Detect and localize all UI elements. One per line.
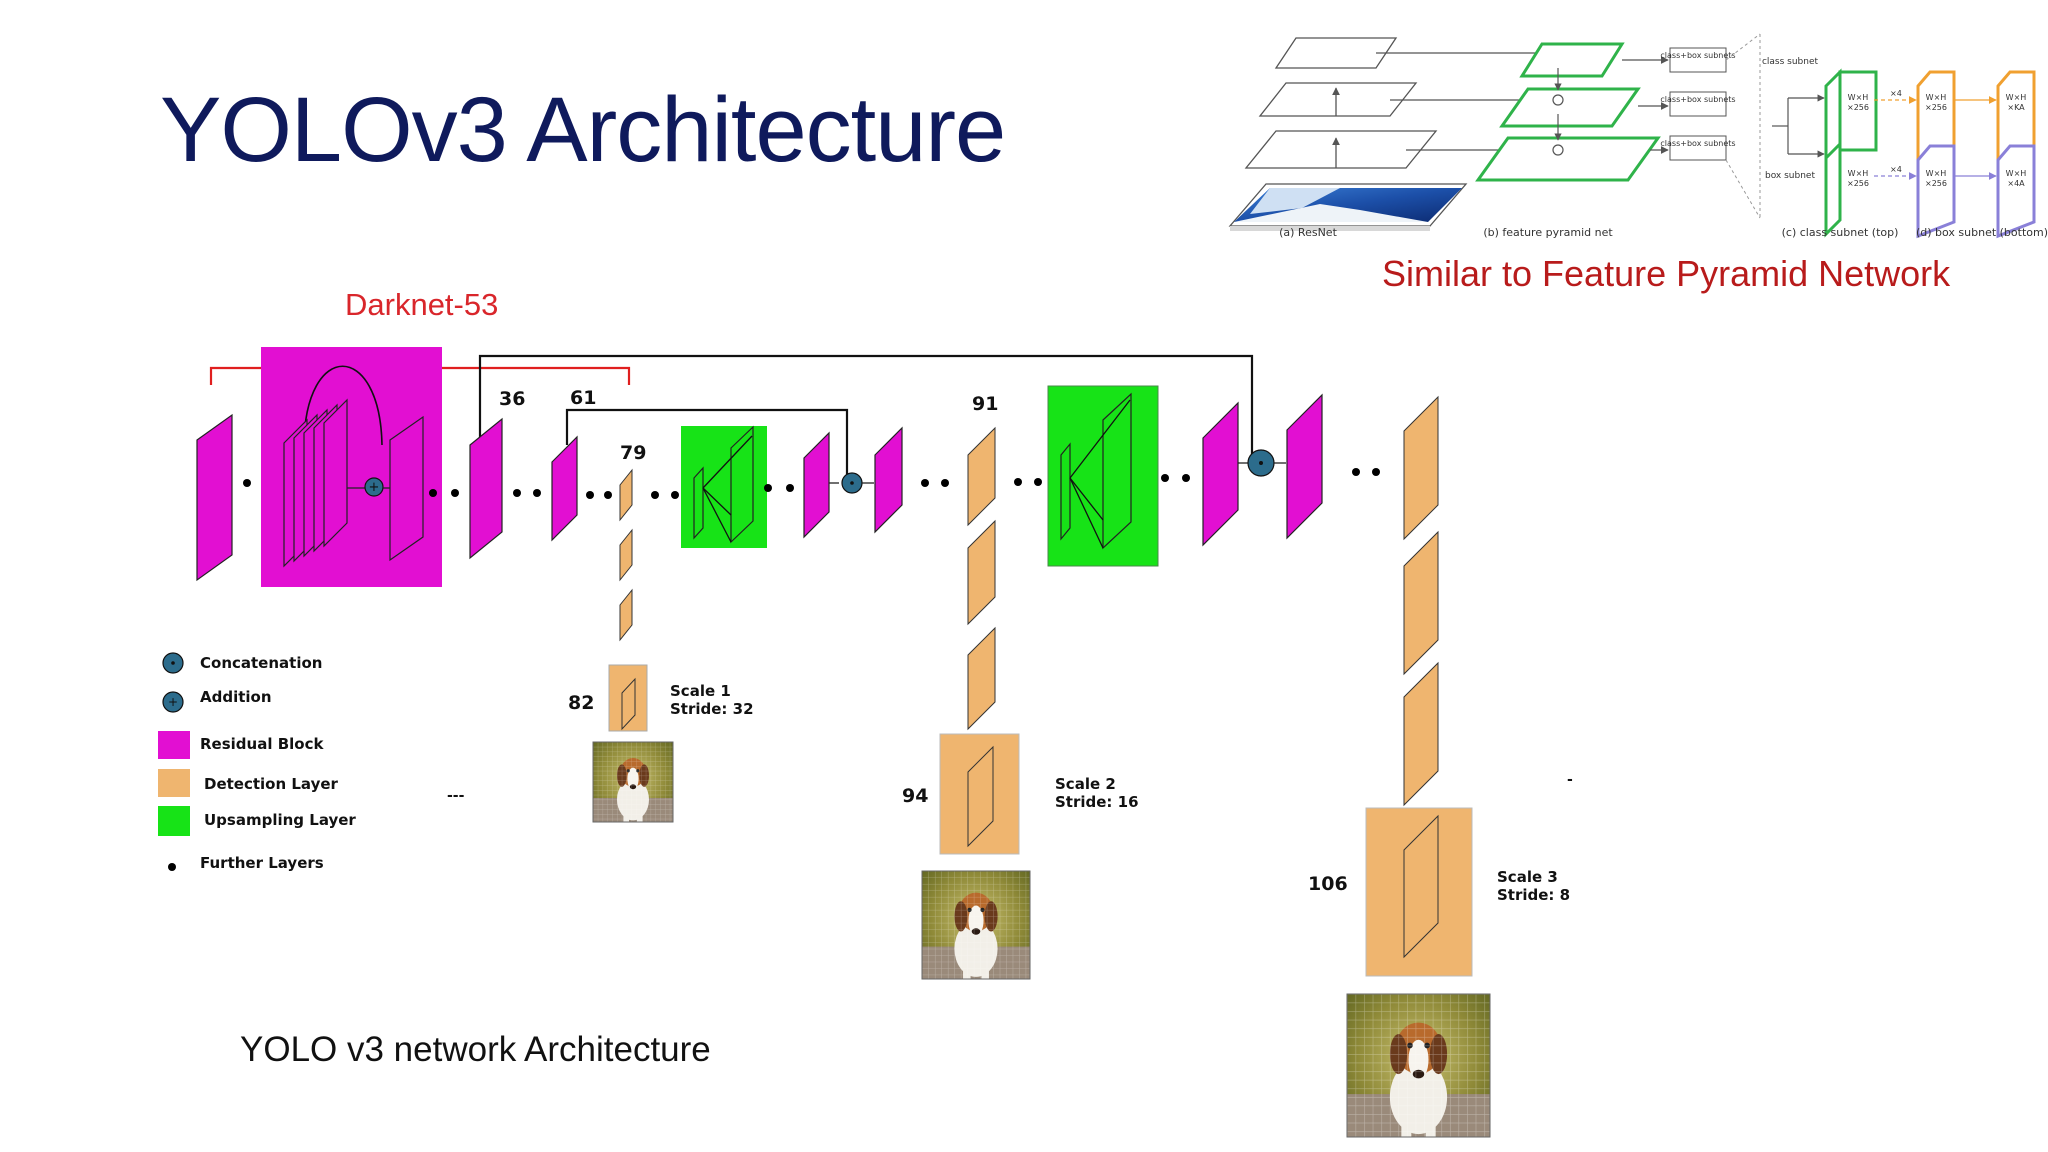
resnet-layer-4 xyxy=(1274,37,1398,69)
svg-text:W×H: W×H xyxy=(1848,169,1869,178)
svg-text:×256: ×256 xyxy=(1847,179,1869,188)
legend-upsampling-swatch xyxy=(158,806,190,836)
legend-further-layers-dot xyxy=(168,863,176,871)
layer-79 xyxy=(619,468,633,522)
residual-block xyxy=(1286,393,1323,540)
layer-91 xyxy=(967,426,996,527)
class-box-subnets: class subnet box subnet W×H ×256 W×H ×25… xyxy=(1762,57,2036,239)
layer-61 xyxy=(551,435,578,542)
legend-addition-symbol xyxy=(162,691,184,713)
further-layers-dot xyxy=(243,479,251,487)
scale-2-label: Scale 2 Stride: 16 xyxy=(1055,775,1139,811)
legend-label-upsampling: Upsampling Layer xyxy=(204,811,356,829)
svg-text:×KA: ×KA xyxy=(2007,103,2025,112)
detection-branch-layer xyxy=(619,588,633,642)
layer-number-91: 91 xyxy=(972,393,999,415)
bottom-caption: YOLO v3 network Architecture xyxy=(240,1030,711,1069)
svg-text:+: + xyxy=(168,695,178,709)
svg-text:class subnet: class subnet xyxy=(1762,57,1819,67)
svg-text:box subnet: box subnet xyxy=(1765,171,1815,181)
detection-branch-layer xyxy=(1403,661,1439,807)
svg-text:+: + xyxy=(369,480,380,495)
svg-text:W×H: W×H xyxy=(1926,93,1947,102)
route-connection-36 xyxy=(478,354,1254,458)
layer-number-79: 79 xyxy=(620,442,647,464)
residual-block xyxy=(874,426,903,534)
scale-1-label: Scale 1 Stride: 32 xyxy=(670,682,754,718)
detection-branch-layer xyxy=(967,519,996,626)
legend: + xyxy=(158,652,190,871)
svg-text:×4: ×4 xyxy=(1890,89,1902,98)
legend-label-detection: Detection Layer xyxy=(204,775,338,793)
pyramid-level-bottom xyxy=(1475,136,1661,182)
legend-label-addition: Addition xyxy=(200,688,272,706)
svg-text:W×H: W×H xyxy=(1926,169,1947,178)
layer-number-106: 106 xyxy=(1308,873,1348,895)
svg-text:W×H: W×H xyxy=(2006,169,2027,178)
svg-text:class+box subnets: class+box subnets xyxy=(1660,51,1735,60)
residual-block xyxy=(1202,401,1239,547)
layer-number-94: 94 xyxy=(902,785,929,807)
legend-detection-swatch xyxy=(158,769,190,797)
panel-c-caption: (c) class subnet (top) xyxy=(1782,226,1899,239)
svg-text:×256: ×256 xyxy=(1925,179,1947,188)
detection-branch-layer xyxy=(1403,530,1439,676)
scale-1-output-image xyxy=(593,742,673,822)
panel-b-caption: (b) feature pyramid net xyxy=(1483,226,1613,239)
resnet-layer-2 xyxy=(1244,130,1438,169)
residual-block xyxy=(803,431,830,539)
fpn-figure: class+box subnets class+box subnets clas… xyxy=(1228,33,2048,239)
svg-text:class+box subnets: class+box subnets xyxy=(1660,95,1735,104)
svg-text:class+box subnets: class+box subnets xyxy=(1660,139,1735,148)
panel-a-caption: (a) ResNet xyxy=(1279,226,1337,239)
pyramid-level-top xyxy=(1519,42,1625,78)
detection-branch-layer xyxy=(1403,395,1439,541)
svg-text:×4A: ×4A xyxy=(2007,179,2025,188)
panel-d-caption: (d) box subnet (bottom) xyxy=(1916,226,2048,239)
resnet-stack xyxy=(1228,37,1468,231)
legend-label-residual: Residual Block xyxy=(200,735,324,753)
svg-text:×256: ×256 xyxy=(1925,103,1947,112)
addition-node xyxy=(364,477,384,497)
detection-branch-layer xyxy=(967,626,996,731)
legend-label-further-layers: Further Layers xyxy=(200,854,324,872)
svg-text:×4: ×4 xyxy=(1890,165,1902,174)
scale-3-label: Scale 3 Stride: 8 xyxy=(1497,868,1571,904)
stray-mark: - xyxy=(1567,772,1573,788)
layer-36 xyxy=(469,417,503,560)
legend-residual-swatch xyxy=(158,731,190,759)
fpn-caption: Similar to Feature Pyramid Network xyxy=(1382,253,1951,294)
feature-pyramid xyxy=(1475,42,1669,182)
scale-2-output-image xyxy=(922,871,1030,979)
stray-dash: --- xyxy=(447,788,465,804)
residual-block xyxy=(196,413,233,582)
svg-text:W×H: W×H xyxy=(2006,93,2027,102)
scale-3-output-image xyxy=(1347,994,1490,1137)
svg-text:×256: ×256 xyxy=(1847,103,1869,112)
route-connection-61 xyxy=(565,408,849,480)
layer-number-61: 61 xyxy=(570,387,597,409)
layer-number-36: 36 xyxy=(499,388,526,410)
resnet-layer-3 xyxy=(1258,82,1418,117)
pyramid-level-mid xyxy=(1499,87,1641,128)
svg-text:W×H: W×H xyxy=(1848,93,1869,102)
darknet-label: Darknet-53 xyxy=(345,287,499,322)
slide-title: YOLOv3 Architecture xyxy=(160,79,1006,181)
legend-label-concatenation: Concatenation xyxy=(200,654,323,672)
layer-number-82: 82 xyxy=(568,692,595,714)
detection-branch-layer xyxy=(619,528,633,582)
